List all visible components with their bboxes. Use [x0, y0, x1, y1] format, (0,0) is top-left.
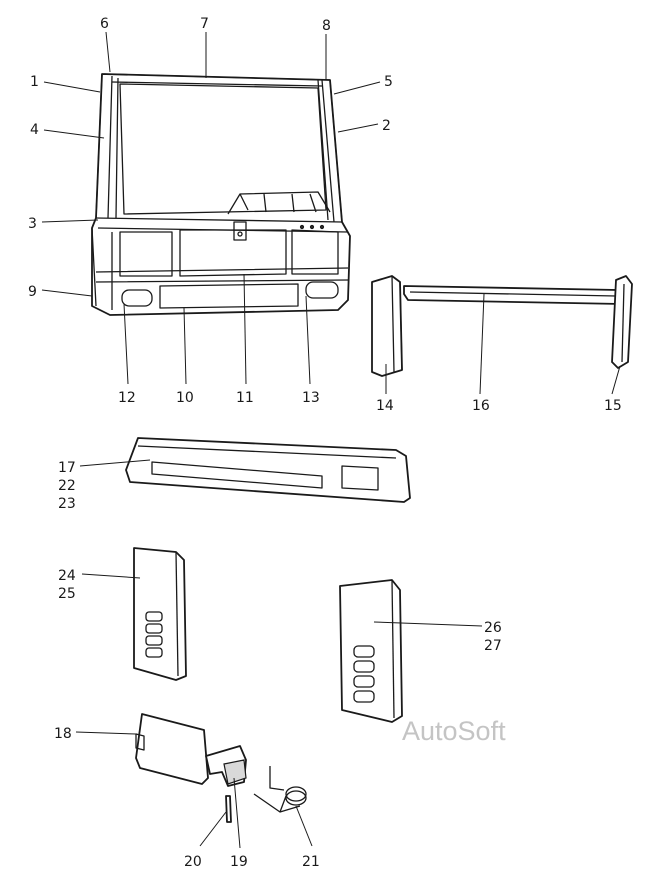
leader-18: [75, 731, 137, 735]
callout-10: 10: [176, 390, 194, 406]
dashboard-hump: [227, 191, 331, 215]
callout-11: 11: [236, 390, 254, 406]
leader-19: [233, 777, 241, 849]
switch-key: [353, 675, 375, 688]
callout-26: 26: [484, 620, 502, 636]
callout-4: 4: [30, 122, 39, 138]
leader-lines: [41, 31, 621, 849]
part-21-coil: [285, 786, 307, 802]
switch-key: [353, 690, 375, 703]
switch-dot: [309, 224, 315, 230]
part-14-side-panel: [371, 275, 403, 377]
right-pillar: [317, 79, 343, 223]
bottom-panel: [159, 283, 299, 309]
callout-16: 16: [472, 398, 490, 414]
callout-6: 6: [100, 16, 109, 32]
callout-13: 13: [302, 390, 320, 406]
part-15-edge: [621, 283, 625, 363]
leader-16: [479, 293, 485, 395]
part-19-hinge-block: [223, 759, 247, 785]
lower-rail: [95, 267, 349, 283]
part-21-clip: [253, 766, 301, 813]
left-side-panel: [91, 227, 113, 310]
leader-20: [199, 811, 227, 847]
leader-26: [373, 621, 483, 627]
left-box: [119, 231, 173, 277]
part-24-edge: [175, 551, 179, 677]
callout-5: 5: [384, 74, 393, 90]
lock-tab: [233, 221, 247, 241]
callout-24: 24: [58, 568, 76, 584]
part-26-edge: [391, 579, 395, 719]
switch-dot: [319, 224, 325, 230]
leader-5: [333, 81, 381, 95]
part-21-coil: [285, 790, 307, 806]
callout-8: 8: [322, 18, 331, 34]
part-17-panel: [125, 437, 411, 503]
watermark: AutoSoft: [402, 716, 506, 746]
callout-22: 22: [58, 478, 76, 494]
callout-15: 15: [604, 398, 622, 414]
left-light: [121, 289, 153, 307]
callout-2: 2: [382, 118, 391, 134]
leader-1: [43, 81, 101, 93]
leader-15: [611, 365, 621, 395]
switch-key: [353, 645, 375, 658]
right-light: [305, 281, 339, 299]
callout-19: 19: [230, 854, 248, 870]
part-20-pin: [225, 795, 232, 823]
leader-9: [41, 289, 93, 297]
part-17-edge: [137, 445, 397, 459]
callout-1: 1: [30, 74, 39, 90]
leader-17: [79, 459, 151, 467]
top-beam: [103, 73, 331, 87]
part-18-knob: [135, 733, 145, 751]
callout-23: 23: [58, 496, 76, 512]
switch-key: [145, 611, 163, 622]
frame-outline: [91, 73, 351, 316]
part-15-post: [611, 275, 633, 369]
callout-9: 9: [28, 284, 37, 300]
callout-27: 27: [484, 638, 502, 654]
leader-6: [105, 31, 111, 73]
callout-20: 20: [184, 854, 202, 870]
leader-21: [295, 805, 313, 847]
callout-7: 7: [200, 16, 209, 32]
switch-dot: [299, 224, 305, 230]
leader-12: [123, 303, 129, 385]
part-17-window: [341, 465, 379, 491]
switch-key: [145, 647, 163, 658]
left-pillar: [95, 73, 119, 219]
center-box: [179, 229, 287, 277]
switch-key: [145, 623, 163, 634]
callout-12: 12: [118, 390, 136, 406]
right-box: [291, 229, 339, 275]
leader-24: [81, 573, 141, 579]
callout-labels: 1 2 3 4 5 6 7 8 9 10 11 12 13 14 15 16 1…: [28, 16, 622, 870]
windshield-opening: [119, 83, 327, 215]
part-17-slot: [151, 461, 323, 489]
lock-hole: [237, 231, 243, 237]
leader-13: [305, 295, 311, 385]
leader-11: [243, 273, 247, 385]
leader-2: [337, 123, 379, 133]
callout-3: 3: [28, 216, 37, 232]
leader-3: [41, 219, 99, 223]
switch-key: [353, 660, 375, 673]
callout-21: 21: [302, 854, 320, 870]
callout-17: 17: [58, 460, 76, 476]
part-16-edge: [409, 291, 617, 297]
leader-4: [43, 129, 105, 139]
callout-14: 14: [376, 398, 394, 414]
leader-10: [183, 307, 187, 385]
part-14-edge: [391, 275, 403, 373]
part-18-lid: [135, 713, 209, 785]
callout-18: 18: [54, 726, 72, 742]
cab-frame-assembly: [91, 73, 351, 316]
switch-key: [145, 635, 163, 646]
callout-25: 25: [58, 586, 76, 602]
